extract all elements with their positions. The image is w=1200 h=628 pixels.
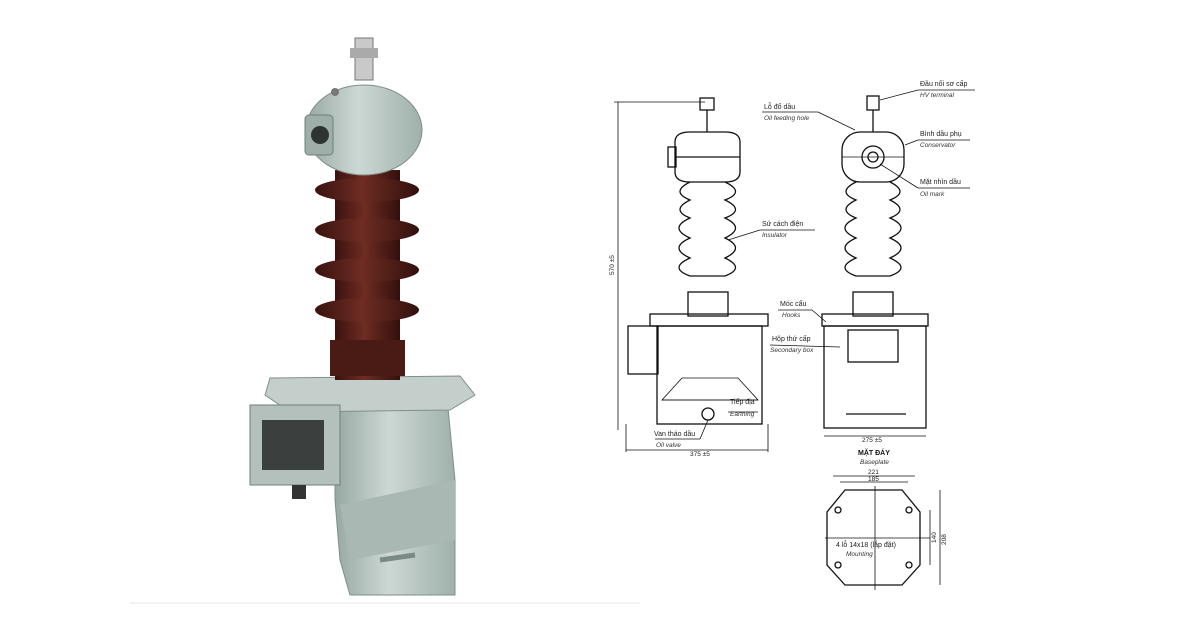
transformer-photo [130,37,640,604]
mounting-label-en: Mounting [846,551,873,558]
earthing-label: Tiếp địa [730,397,755,406]
oil-mark-label: Mặt nhìn dầu [920,177,961,186]
oil-feeding-hole-label: Lỗ đổ dầu [764,102,795,111]
front-width-dimension: 375 ±5 [690,451,710,458]
height-dimension: 570 ±5 [609,255,616,275]
secondary-box-label-en: Secondary box [770,347,814,354]
base-h-outer-dimension: 208 [941,534,948,545]
baseplate-drawing: MẶT ĐÁY Baseplate 221 185 140 208 4 lỗ 1… [825,448,948,590]
oil-valve-label: Van tháo dầu [654,429,695,438]
oil-feeding-hole-label-en: Oil feeding hole [764,115,810,122]
hooks-label: Móc cẩu [780,300,807,308]
side-width-dimension: 275 ±5 [862,437,882,444]
hooks-label-en: Hooks [782,312,801,319]
insulator-label: Sứ cách điện [762,221,803,228]
secondary-box-label: Hộp thứ cấp [772,334,811,343]
mounting-label-vi: 4 lỗ 14x18 (lắp đặt) [836,540,896,549]
side-view-drawing: 275 ±5 [821,95,929,444]
conservator-label-en: Conservator [920,142,956,149]
oil-mark-label-en: Oil mark [920,191,945,198]
hv-terminal-label-en: HV terminal [920,92,955,99]
callouts: Đầu nối sơ cấp HV terminal Lỗ đổ dầu Oil… [654,79,975,449]
earthing-label-en: Earthing [730,411,755,418]
base-h-inner-dimension: 140 [931,532,938,543]
baseplate-subtitle: Baseplate [860,459,889,466]
baseplate-title: MẶT ĐÁY [858,448,890,457]
oil-valve-label-en: Oil valve [656,442,681,449]
base-outer-dimension: 221 [868,469,879,476]
hv-terminal-label: Đầu nối sơ cấp [920,79,968,88]
conservator-label: Bình dầu phụ [920,129,962,138]
base-inner-dimension: 185 [868,476,879,483]
front-view-drawing: 570 ±5 375 ±5 [609,97,769,458]
insulator-label-en: Insulator [762,232,788,239]
